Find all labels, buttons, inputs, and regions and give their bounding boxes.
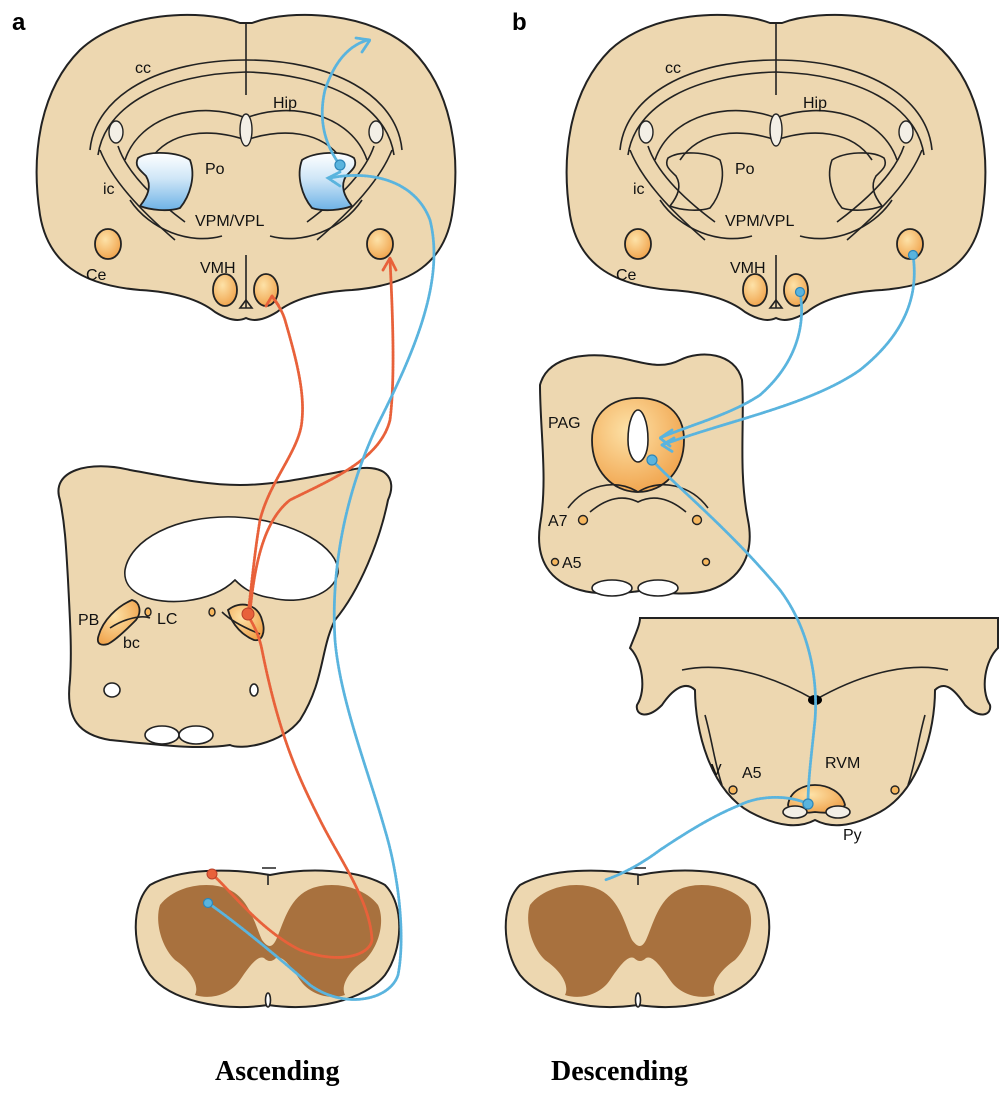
label-v: V xyxy=(711,762,722,779)
label-vpm-vpl: VPM/VPL xyxy=(195,213,264,230)
label-po: Po xyxy=(205,161,225,178)
label-a7: A7 xyxy=(548,513,568,530)
label-pag: PAG xyxy=(548,415,581,432)
label-ic-b: ic xyxy=(633,181,645,198)
label-vpm-vpl-b: VPM/VPL xyxy=(725,213,794,230)
forebrain-section-b: cc Hip Po ic VPM/VPL Ce VMH xyxy=(567,15,986,320)
pons-outline xyxy=(58,466,391,747)
label-py: Py xyxy=(843,827,862,844)
label-a5-medulla: A5 xyxy=(742,765,762,782)
caption-descending: Descending xyxy=(551,1056,688,1087)
ce-left xyxy=(95,229,121,259)
label-lc: LC xyxy=(157,611,177,628)
label-ic: ic xyxy=(103,181,115,198)
lc-left xyxy=(145,608,151,616)
label-hip: Hip xyxy=(273,95,297,112)
label-rvm: RVM xyxy=(825,755,860,772)
pons-section-a: PB LC bc xyxy=(58,466,391,747)
label-ce-b: Ce xyxy=(616,267,637,284)
spinal-cord-section-b xyxy=(506,868,770,1007)
lc-right xyxy=(209,608,215,616)
panel-b: b cc Hip xyxy=(506,9,998,1007)
midbrain-section-b: PAG A7 A5 xyxy=(539,355,750,596)
label-bc: bc xyxy=(123,635,140,652)
label-vmh: VMH xyxy=(200,260,236,277)
label-a5-mid: A5 xyxy=(562,555,582,572)
label-cc: cc xyxy=(135,60,151,77)
label-po-b: Po xyxy=(735,161,755,178)
vmh-left xyxy=(213,274,237,306)
panel-a-letter: a xyxy=(12,9,26,36)
caption-ascending: Ascending xyxy=(215,1056,339,1087)
label-hip-b: Hip xyxy=(803,95,827,112)
spinal-cord-section-a xyxy=(136,868,400,1007)
forebrain-section-a: cc Hip Po ic VPM/VPL Ce VMH xyxy=(37,15,456,320)
label-cc-b: cc xyxy=(665,60,681,77)
label-vmh-b: VMH xyxy=(730,260,766,277)
ce-right xyxy=(367,229,393,259)
label-pb: PB xyxy=(78,612,99,629)
panel-b-letter: b xyxy=(512,9,527,36)
label-ce: Ce xyxy=(86,267,107,284)
panel-a: a xyxy=(12,9,455,1007)
